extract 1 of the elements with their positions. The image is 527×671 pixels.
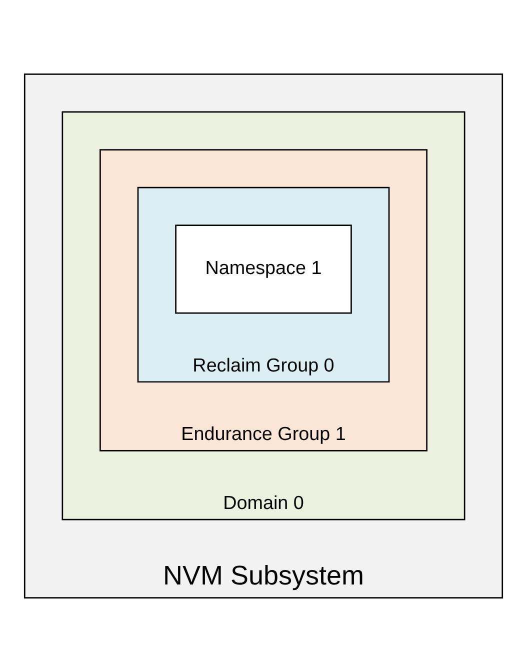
node-box: Namespace 1 bbox=[175, 224, 352, 314]
